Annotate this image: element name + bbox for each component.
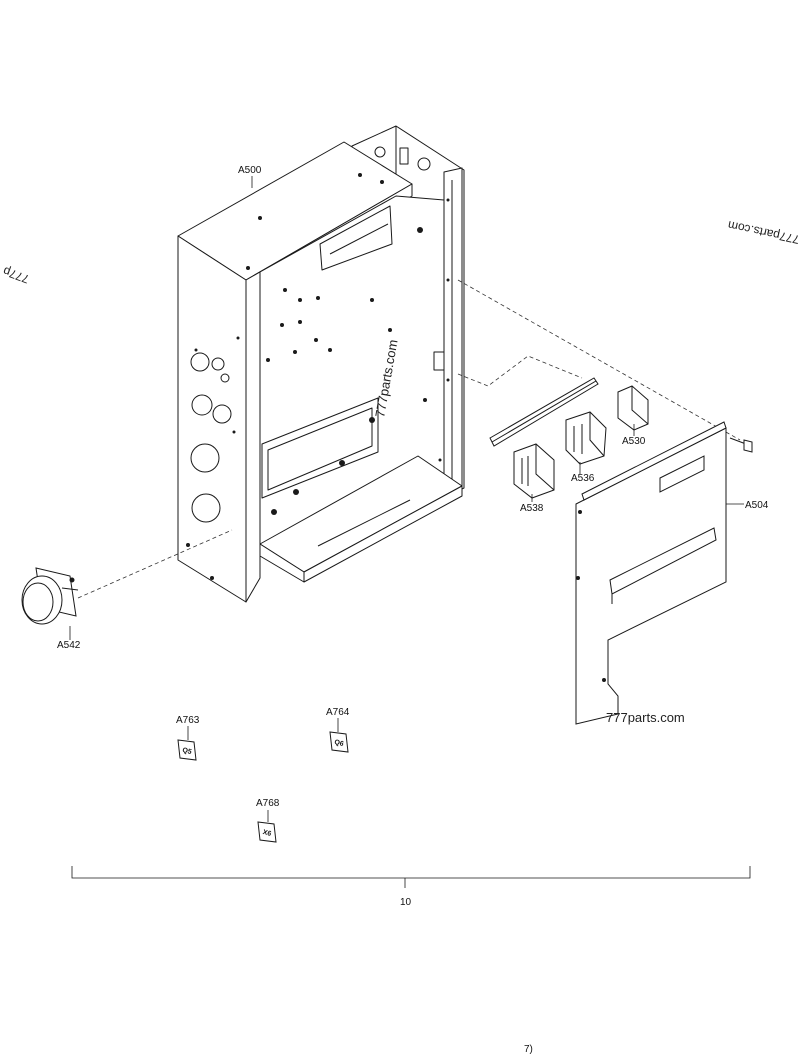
label-a542: A542 xyxy=(57,640,81,651)
label-a536: A536 xyxy=(571,473,595,484)
rail-leader-dash xyxy=(457,355,583,387)
label-a768: A768 xyxy=(256,798,280,809)
screw xyxy=(729,437,753,453)
tag-a763: Q5 xyxy=(177,739,197,761)
tag-a764: Q6 xyxy=(329,731,349,753)
enclosure-a500 xyxy=(177,125,465,603)
label-a764: A764 xyxy=(326,707,350,718)
screw-leader-dash xyxy=(457,279,741,441)
watermark-right: 777parts.com xyxy=(727,218,800,247)
assembly-bracket xyxy=(71,866,751,888)
tag-a763-text: Q5 xyxy=(181,747,192,756)
label-assembly-10: 10 xyxy=(400,897,412,908)
label-a763: A763 xyxy=(176,715,200,726)
din-rail xyxy=(489,377,599,447)
watermark-left-fragment: 777p xyxy=(1,264,31,286)
label-leaders xyxy=(69,176,744,822)
connector-a542 xyxy=(21,567,79,625)
label-a504: A504 xyxy=(745,500,769,511)
label-a538: A538 xyxy=(520,503,544,514)
watermark-bottom-fragment: 7) xyxy=(524,1044,533,1055)
tag-a768: X6 xyxy=(257,821,277,843)
watermark-bottom: 777parts.com xyxy=(606,710,685,725)
tag-a768-text: X6 xyxy=(262,829,272,838)
leader-a542-dash xyxy=(77,529,233,599)
breaker-a538 xyxy=(513,443,555,499)
label-a530: A530 xyxy=(622,436,646,447)
breaker-a536 xyxy=(565,411,607,465)
mounting-plate-a504 xyxy=(575,421,727,725)
label-a500: A500 xyxy=(238,165,262,176)
breaker-a530 xyxy=(617,385,649,431)
tag-a764-text: Q6 xyxy=(333,739,344,748)
